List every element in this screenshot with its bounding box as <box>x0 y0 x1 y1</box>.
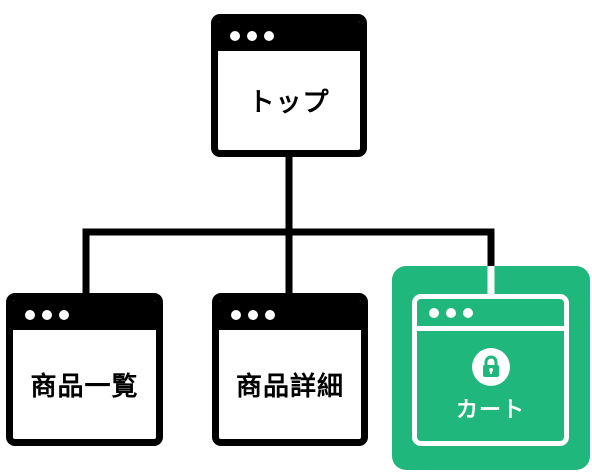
window-dot-icon <box>231 310 241 320</box>
window-title-bar <box>218 21 360 51</box>
window-dot-icon <box>265 310 275 320</box>
window-dot-icon <box>429 307 439 318</box>
window-body: 商品一覧 <box>13 330 156 439</box>
window-dot-icon <box>42 310 52 320</box>
window-dot-icon <box>59 310 69 320</box>
page-window-product-list: 商品一覧 <box>6 293 163 446</box>
node-label-cart: カート <box>455 398 525 423</box>
window-dot-icon <box>247 31 257 41</box>
window-dot-icon <box>248 310 258 320</box>
window-body: 商品詳細 <box>219 330 361 439</box>
window-dot-icon <box>446 307 456 318</box>
window-body: カート <box>417 331 564 441</box>
page-window-top: トップ <box>211 14 367 157</box>
window-dot-icon <box>230 31 240 41</box>
window-title-bar <box>417 299 564 331</box>
lock-icon <box>471 348 510 386</box>
page-window-cart: カート <box>412 294 569 446</box>
window-dot-icon <box>264 31 274 41</box>
node-label-product-list: 商品一覧 <box>30 372 139 402</box>
node-label-top: トップ <box>248 88 330 118</box>
window-title-bar <box>13 300 156 330</box>
page-window-product-detail: 商品詳細 <box>212 293 368 446</box>
window-body: トップ <box>218 51 360 150</box>
window-dot-icon <box>25 310 35 320</box>
node-label-product-detail: 商品詳細 <box>235 372 344 402</box>
window-dot-icon <box>463 307 473 318</box>
window-title-bar <box>219 300 361 330</box>
